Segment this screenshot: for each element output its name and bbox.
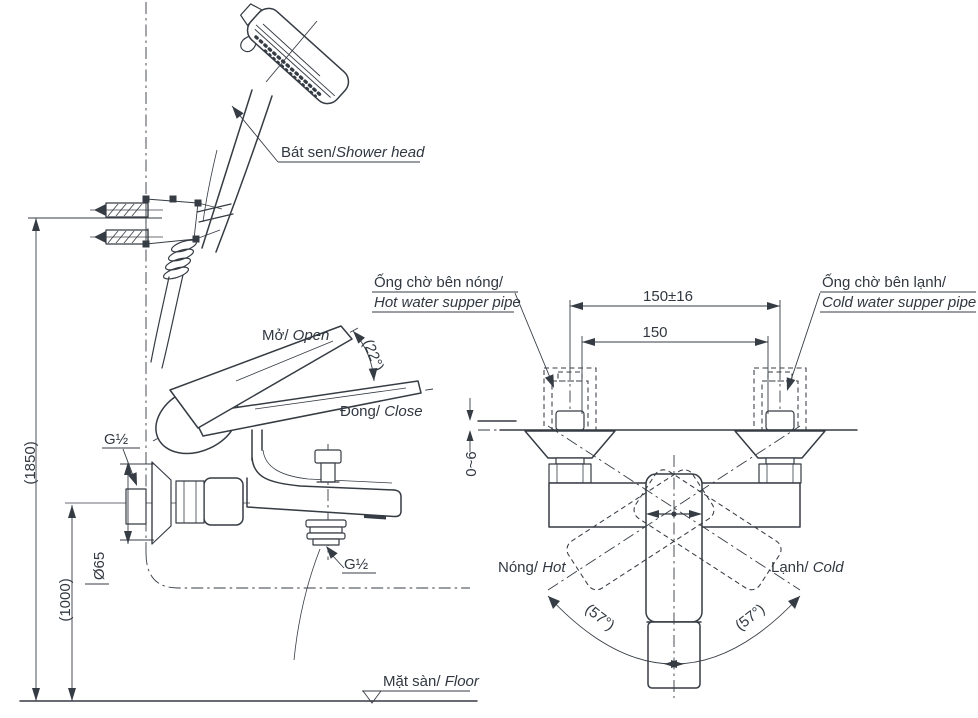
handle-pivot — [671, 511, 677, 517]
wall-thread-text: G½ — [104, 431, 129, 448]
wall-pipe-stub — [125, 488, 147, 525]
cold-pipe-label: Ống chờ bên lạnh/ Cold water supper pipe — [786, 273, 976, 391]
spout-thread-text: G½ — [344, 556, 369, 573]
cold-flange — [734, 430, 826, 484]
shower-head — [196, 3, 350, 253]
cold-text: Lạnh/ Cold — [771, 559, 844, 576]
shower-hose — [150, 239, 198, 369]
floor-text: Mặt sàn/ Floor — [383, 673, 480, 690]
flange-diameter-text: Ø65 — [91, 552, 108, 580]
faucet-height-text: (1000) — [57, 578, 74, 621]
lever-closed — [191, 380, 422, 437]
handle-angle-right-text: (57°) — [732, 601, 768, 635]
anchor-screw-bottom — [90, 228, 163, 246]
side-dimensions: Bát sen/Shower head Mở/ Open Đóng/ Close… — [19, 105, 480, 704]
svg-text:Hot water supper pipe: Hot water supper pipe — [374, 294, 521, 311]
handle-grip — [647, 621, 701, 689]
shower-head-hook — [240, 36, 257, 53]
svg-text:Ống chờ bên nóng/: Ống chờ bên nóng/ — [374, 273, 504, 291]
pitch-dimensions: 150±16 150 — [570, 288, 780, 414]
spout-outlet — [305, 519, 347, 546]
open-text: Mở/ Open — [262, 327, 329, 344]
diverter-knob — [314, 449, 342, 483]
svg-text:Ống chờ bên lạnh/: Ống chờ bên lạnh/ — [822, 273, 947, 291]
front-view: 0~6 — [372, 273, 976, 698]
spray-nozzles — [254, 35, 325, 99]
shower-handle — [215, 95, 273, 253]
wall-bracket — [90, 195, 223, 248]
hot-flange — [524, 430, 616, 484]
spout — [246, 429, 402, 520]
shower-height-text: (1850) — [22, 441, 39, 484]
side-view: Bát sen/Shower head Mở/ Open Đóng/ Close… — [19, 2, 480, 704]
close-text: Đóng/ Close — [340, 403, 423, 420]
wall-gap-dimension: 0~6 — [463, 398, 480, 477]
open-angle-text: (22°) — [359, 337, 387, 374]
faucet-side — [125, 325, 434, 661]
section-mark — [262, 23, 321, 77]
wall-gap-text: 0~6 — [463, 451, 480, 476]
valve-body — [203, 477, 244, 526]
hot-text: Nóng/ Hot — [498, 559, 566, 576]
pitch-tolerance-text: 150±16 — [643, 288, 693, 305]
section-mark — [265, 20, 318, 83]
svg-text:Cold water supper pipe: Cold water supper pipe — [822, 294, 976, 311]
pitch-text: 150 — [642, 324, 667, 341]
handle-angle-left-text: (57°) — [582, 601, 618, 635]
shower-head-text: Bát sen/Shower head — [281, 144, 425, 161]
anchor-screw-top — [90, 201, 163, 219]
wall-flange — [151, 461, 172, 545]
connection-nut — [175, 480, 205, 524]
handle-angle-arc: (57°) (57°) — [547, 595, 801, 668]
hot-pipe-label: Ống chờ bên nóng/ Hot water supper pipe — [372, 273, 554, 388]
